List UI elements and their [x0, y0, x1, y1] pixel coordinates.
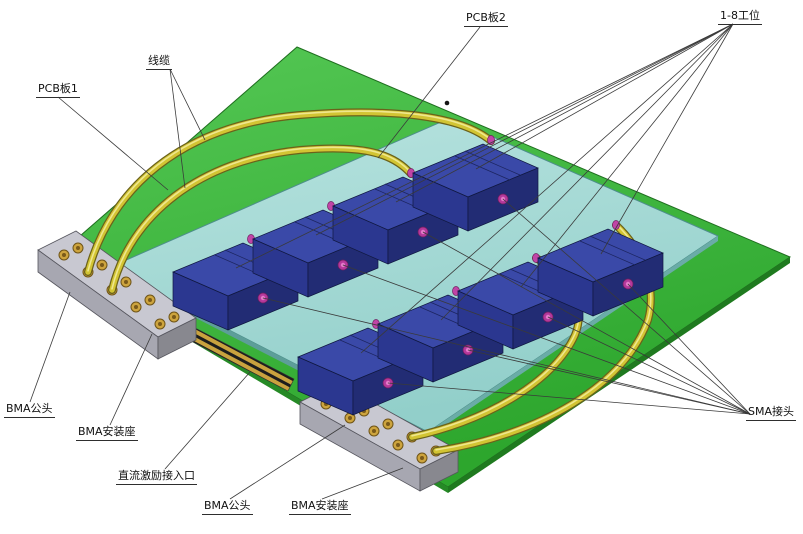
callout-cable: 线缆	[146, 54, 172, 70]
leader-line-station	[235, 23, 734, 269]
bma-pin-center	[386, 422, 390, 426]
leader-line-sma	[547, 316, 751, 415]
leader-line-sma	[342, 264, 751, 415]
leader-line-sma	[627, 283, 751, 415]
leader-line-station	[600, 23, 734, 255]
cable-body	[109, 145, 414, 293]
bma-pin-center	[124, 280, 128, 284]
station-modules	[172, 135, 664, 416]
leader-line-station	[440, 23, 734, 321]
leader-line-dc-port	[164, 371, 251, 470]
lid-seam	[589, 235, 646, 261]
mount-side-face	[419, 449, 459, 492]
bma-pin-center	[62, 253, 66, 257]
bma-pin-center	[348, 416, 352, 420]
leader-line-station	[360, 23, 734, 354]
callout-bma-male-left: BMA公头	[4, 402, 55, 418]
cable-highlight	[87, 110, 492, 272]
bma-pin-center	[372, 429, 376, 433]
callout-bma-mount-left: BMA安装座	[76, 425, 138, 441]
cable-highlight	[111, 146, 412, 290]
screw-hole	[444, 100, 450, 106]
bma-pin-center	[158, 322, 162, 326]
leader-line-pcb1	[57, 96, 169, 191]
leader-line-bma-male-bottom	[229, 424, 346, 500]
bma-pin-center	[420, 456, 424, 460]
leader-line-cable	[169, 68, 186, 189]
cable-1	[84, 108, 495, 276]
leader-line-sma	[422, 231, 751, 415]
callout-stations-1-8: 1-8工位	[718, 9, 762, 25]
callout-bma-mount-bottom: BMA安装座	[289, 499, 351, 515]
leader-line-pcb2	[377, 26, 481, 159]
bma-pin-center	[148, 298, 152, 302]
callout-pcb-board-2: PCB板2	[464, 11, 508, 27]
leader-line-sma	[262, 297, 751, 415]
cable-body	[85, 109, 494, 275]
bma-pin-center	[396, 443, 400, 447]
callout-sma-connector: SMA接头	[746, 405, 796, 421]
leader-lines	[29, 23, 751, 500]
leader-line-station	[395, 23, 734, 203]
callout-dc-input-port: 直流激励接入口	[116, 469, 197, 485]
bma-pin-center	[100, 263, 104, 267]
pcb-board-1-edge	[448, 257, 790, 493]
cable-2	[108, 144, 415, 294]
mount-side-face	[157, 317, 197, 360]
leader-line-station	[315, 23, 734, 236]
bma-pin-center	[134, 305, 138, 309]
leader-line-cable	[169, 68, 206, 141]
sma-connector-rear	[612, 220, 620, 230]
callout-bma-male-bottom: BMA公头	[202, 499, 253, 515]
callout-pcb-board-1: PCB板1	[36, 82, 80, 98]
bma-pin-center	[76, 246, 80, 250]
leader-line-sma	[387, 382, 751, 415]
bma-pin-center	[172, 315, 176, 319]
lid-seam	[579, 240, 636, 266]
leader-line-bma-mount-bottom	[321, 467, 404, 500]
leader-line-station	[520, 23, 734, 288]
leader-line-bma-mount-left	[109, 333, 153, 426]
leader-line-sma	[502, 198, 751, 415]
leader-line-sma	[467, 349, 751, 415]
leader-line-station	[475, 23, 734, 170]
leader-line-bma-male-left	[29, 291, 71, 403]
